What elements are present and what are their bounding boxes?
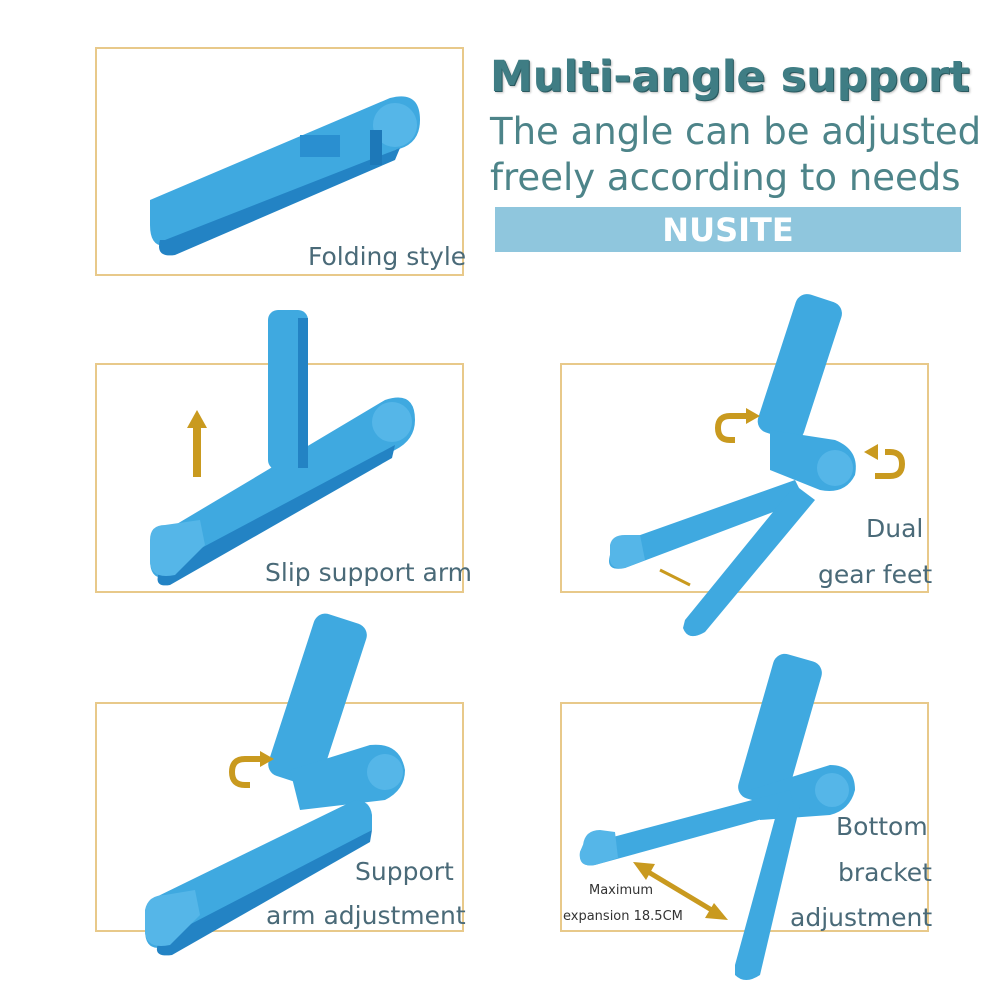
caption-slip-support-arm: Slip support arm (265, 558, 473, 587)
subtitle-line-1: The angle can be adjusted (490, 110, 982, 153)
caption-bottom-line-1: Bottom (836, 812, 928, 841)
page-title: Multi-angle support (490, 52, 970, 102)
caption-support-line-2: arm adjustment (266, 901, 466, 930)
caption-dual-line-2: gear feet (818, 560, 933, 589)
caption-bottom-line-2: bracket (838, 858, 932, 887)
caption-bottom-line-3: adjustment (790, 903, 933, 932)
caption-dual-line-1: Dual (866, 514, 924, 543)
expansion-note-line-1: Maximum (589, 883, 654, 898)
brand-banner: NUSITE (495, 207, 961, 252)
expansion-note-line-2: expansion 18.5CM (563, 909, 683, 924)
subtitle-line-2: freely according to needs (490, 156, 961, 199)
brand-name: NUSITE (662, 211, 794, 249)
caption-folding-style: Folding style (308, 242, 467, 271)
caption-support-line-1: Support (355, 857, 454, 886)
